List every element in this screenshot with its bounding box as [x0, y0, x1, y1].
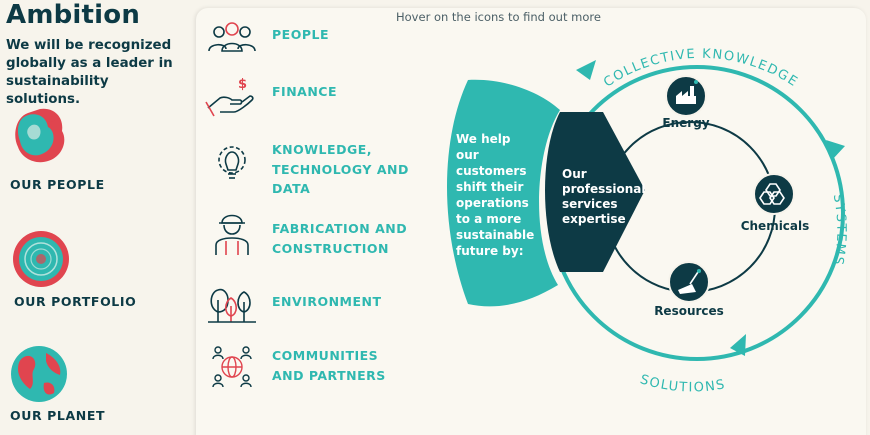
category-label: FINANCE — [272, 84, 337, 99]
category-label: KNOWLEDGE, TECHNOLOGY AND DATA — [272, 142, 409, 196]
pillar-label: OUR PEOPLE — [10, 177, 105, 192]
pillar-our-planet[interactable]: OUR PLANET — [0, 343, 190, 428]
category-label: ENVIRONMENT — [272, 294, 382, 309]
svg-text:$: $ — [238, 77, 247, 92]
node-energy[interactable]: Energy — [662, 75, 710, 130]
people-group-icon — [208, 22, 256, 52]
hand-money-icon: $ — [205, 77, 254, 117]
hardhat-worker-icon — [215, 214, 249, 255]
ambition-column: Ambition We will be recognized globally … — [0, 0, 190, 435]
portfolio-texture-blob-icon — [13, 231, 69, 287]
trees-icon — [208, 288, 256, 323]
pillar-label: OUR PLANET — [10, 408, 106, 423]
pillar-label: OUR PORTFOLIO — [14, 294, 137, 309]
globe-people-icon — [212, 346, 252, 388]
node-chemicals[interactable]: Chemicals — [741, 173, 810, 233]
hover-hint: Hover on the icons to find out more — [396, 10, 601, 24]
category-communities[interactable]: COMMUNITIES AND PARTNERS — [202, 342, 402, 390]
category-environment[interactable]: ENVIRONMENT — [202, 280, 402, 330]
category-label: COMMUNITIES AND PARTNERS — [272, 348, 386, 383]
pillar-our-portfolio[interactable]: OUR PORTFOLIO — [0, 228, 190, 313]
factory-icon — [676, 80, 698, 104]
mining-shovel-icon — [678, 269, 701, 294]
node-resources[interactable]: Resources — [654, 261, 724, 318]
molecule-icon — [759, 183, 785, 205]
category-finance[interactable]: $ FINANCE — [202, 72, 402, 122]
page-title: Ambition — [6, 0, 141, 30]
category-people[interactable]: PEOPLE — [202, 15, 402, 65]
category-label: FABRICATION AND CONSTRUCTION — [272, 221, 408, 256]
node-label: Resources — [654, 304, 724, 318]
pillar-our-people[interactable]: OUR PEOPLE — [0, 105, 190, 195]
node-label: Chemicals — [741, 219, 810, 233]
people-texture-blob-icon — [15, 108, 65, 163]
node-label: Energy — [662, 116, 709, 130]
planet-texture-blob-icon — [11, 346, 67, 402]
category-knowledge[interactable]: KNOWLEDGE, TECHNOLOGY AND DATA — [202, 140, 408, 200]
category-label: PEOPLE — [272, 27, 329, 42]
category-fabrication[interactable]: FABRICATION AND CONSTRUCTION — [202, 207, 407, 262]
gear-lightbulb-icon — [218, 146, 246, 179]
ambition-statement: We will be recognized globally as a lead… — [6, 38, 173, 107]
